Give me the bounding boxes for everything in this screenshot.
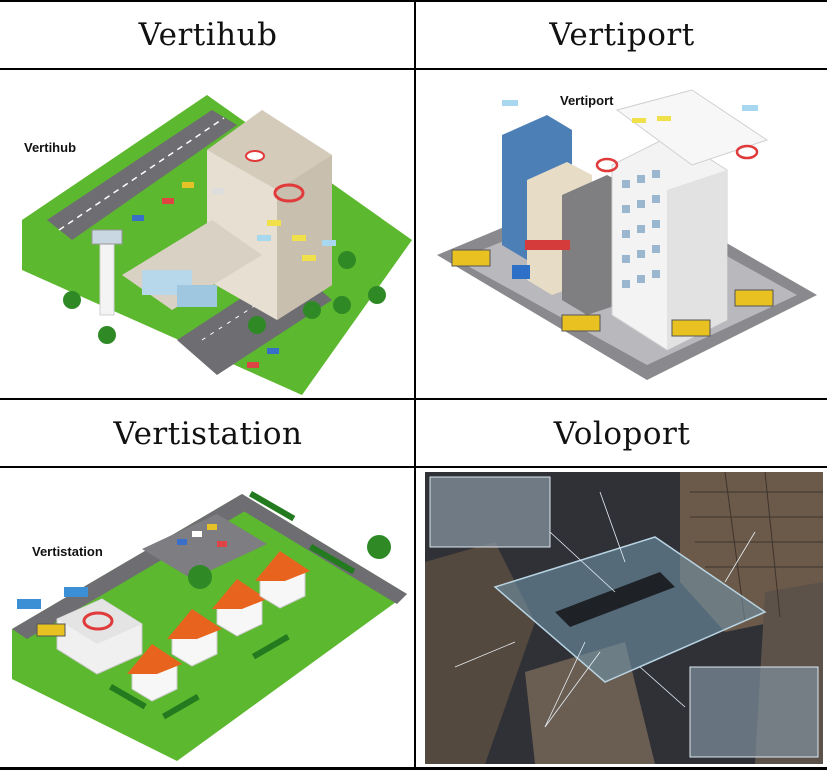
vertistation-image-label: Vertistation (32, 544, 103, 559)
header-row-divider-1 (0, 68, 827, 70)
vertistation-illustration: Vertistation (2, 469, 414, 768)
table-border-bottom (0, 767, 827, 770)
table-border-top (0, 0, 827, 2)
header-voloport: Voloport (553, 416, 691, 452)
voloport-photo (425, 472, 823, 764)
header-vertihub: Vertihub (138, 17, 278, 53)
vertiport-illustration: Vertiport (417, 70, 827, 398)
header-vertiport: Vertiport (549, 17, 695, 53)
vertiport-image-label: Vertiport (560, 93, 614, 108)
row-divider (0, 398, 827, 400)
vertihub-illustration: Vertihub (2, 70, 414, 398)
header-vertistation: Vertistation (113, 416, 303, 452)
header-row-divider-2 (0, 466, 827, 468)
vertihub-image-label: Vertihub (24, 140, 76, 155)
column-divider (414, 2, 416, 767)
